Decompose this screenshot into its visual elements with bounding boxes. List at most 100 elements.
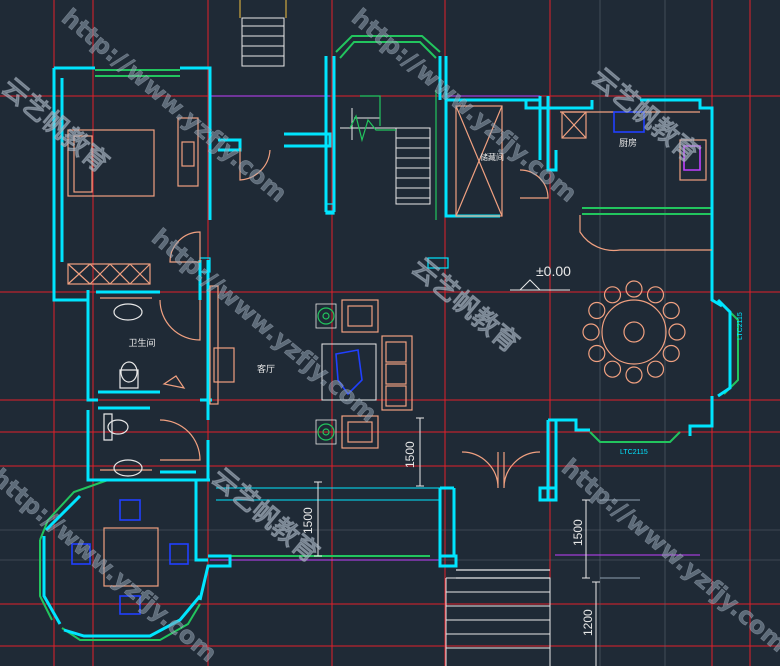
wardrobe xyxy=(67,263,151,285)
wall-center-left[interactable] xyxy=(198,260,212,480)
bedroom-cabinet xyxy=(177,117,199,187)
door-bedroom xyxy=(169,231,201,263)
dining-chair xyxy=(625,280,643,298)
kitchen-stove xyxy=(679,139,707,181)
bed-pillow xyxy=(73,135,93,193)
stairs-entrance xyxy=(445,577,551,666)
wall-octagon-left[interactable] xyxy=(42,494,82,625)
coffee-table xyxy=(335,349,363,396)
chair-top xyxy=(119,499,141,521)
level-mark xyxy=(510,279,570,291)
door-corridor xyxy=(239,148,271,181)
dining-chair xyxy=(662,344,680,363)
wall-entrance-bottom[interactable] xyxy=(438,554,458,568)
stairs-main xyxy=(340,90,437,220)
stairs-top xyxy=(239,0,287,67)
walls[interactable] xyxy=(42,56,732,638)
wall-entrance-right[interactable] xyxy=(538,486,558,502)
chair-right xyxy=(169,543,189,565)
furniture xyxy=(67,105,707,587)
door-bath-1 xyxy=(159,299,201,341)
toilets xyxy=(103,361,186,441)
door-storage xyxy=(519,169,549,199)
wall-bay-corner[interactable] xyxy=(688,396,714,436)
door-entrance-right xyxy=(503,451,541,489)
doors xyxy=(159,148,712,489)
wall-stair-left[interactable] xyxy=(324,56,336,214)
dining-chair xyxy=(588,301,606,320)
storage-shelf xyxy=(455,105,503,217)
dining-chair xyxy=(646,360,665,378)
coffee-table-rug xyxy=(321,343,377,401)
window-octagon-bottom xyxy=(61,603,201,641)
wall-kitchen-right[interactable] xyxy=(710,210,723,308)
toilet-1 xyxy=(119,369,139,389)
wall-corridor-1[interactable] xyxy=(218,138,242,152)
wall-terrace-left[interactable] xyxy=(198,554,232,601)
wall-corridor-2[interactable] xyxy=(284,132,332,148)
plant-top xyxy=(317,307,335,325)
dining-set xyxy=(582,280,686,384)
watermarks: http://www.yzfjy.com http://www.yzfjy.co… xyxy=(0,3,780,666)
tv-console xyxy=(209,285,219,405)
window-stair-bay xyxy=(335,35,441,59)
window-bay-bottom xyxy=(589,431,681,443)
blue-items xyxy=(71,111,701,615)
dining-chair xyxy=(603,360,622,378)
dining-chair xyxy=(668,323,686,341)
dining-chair xyxy=(662,301,680,320)
dining-chair xyxy=(588,344,606,363)
wall-storage-right[interactable] xyxy=(546,150,558,172)
dimension-label-3: 1500 xyxy=(571,519,585,546)
column-center xyxy=(427,257,449,269)
wall-kitchen-top[interactable] xyxy=(524,98,714,210)
door-entrance-left xyxy=(461,451,499,489)
bed xyxy=(67,129,155,197)
tv-unit xyxy=(213,347,235,383)
windows xyxy=(39,35,739,641)
reference-lines xyxy=(210,95,700,561)
dining-table-center xyxy=(623,321,645,343)
window-bedroom-top xyxy=(95,69,180,77)
plant-bottom xyxy=(317,423,335,441)
study-table xyxy=(103,527,159,587)
dimension-label-1: 1500 xyxy=(301,507,315,534)
wall-stair-right[interactable] xyxy=(438,56,448,100)
room-label-storage: 储藏间 xyxy=(480,152,504,162)
kitchen-counter-curve xyxy=(579,215,712,252)
bath-basin-1 xyxy=(113,303,143,321)
chair-left xyxy=(71,543,91,565)
wall-details xyxy=(199,203,449,273)
dimension-label-4: 1200 xyxy=(581,609,595,636)
toilet-2 xyxy=(103,413,113,441)
dining-chair xyxy=(625,366,643,384)
sofa xyxy=(381,335,413,411)
watermark-brand-2: 云艺帆教育 xyxy=(586,62,706,169)
room-label-living: 客厅 xyxy=(257,363,275,375)
column-left xyxy=(199,257,211,273)
wall-bay-right[interactable] xyxy=(716,298,732,398)
wall-octagon-bottom[interactable] xyxy=(63,595,202,638)
watermark-url-3: http://www.yzfjy.com xyxy=(146,223,382,428)
armchair-bottom xyxy=(341,415,379,449)
dimension-lines xyxy=(314,417,640,666)
window-code-right: LTC2115 xyxy=(737,312,744,340)
wall-bath-mid[interactable] xyxy=(98,390,160,410)
window-octagon-left xyxy=(39,479,109,621)
window-kitchen xyxy=(582,207,712,215)
watermark-brand-1: 云艺帆教育 xyxy=(0,72,115,179)
dining-chair xyxy=(603,286,622,304)
plants xyxy=(315,303,337,445)
room-label-bathroom: 卫生间 xyxy=(128,337,155,349)
kitchen-sink xyxy=(613,111,645,133)
wall-bedroom[interactable] xyxy=(52,66,212,302)
room-label-kitchen: 厨房 xyxy=(619,137,637,149)
wall-octagon-top[interactable] xyxy=(88,478,210,562)
window-code-bottom: LTC2115 xyxy=(620,449,648,456)
watermark-brand-3: 云艺帆教育 xyxy=(406,252,526,359)
wall-entrance-pillar[interactable] xyxy=(438,486,456,556)
dining-chair xyxy=(646,286,665,304)
level-mark-text: ±0.00 xyxy=(536,263,571,279)
